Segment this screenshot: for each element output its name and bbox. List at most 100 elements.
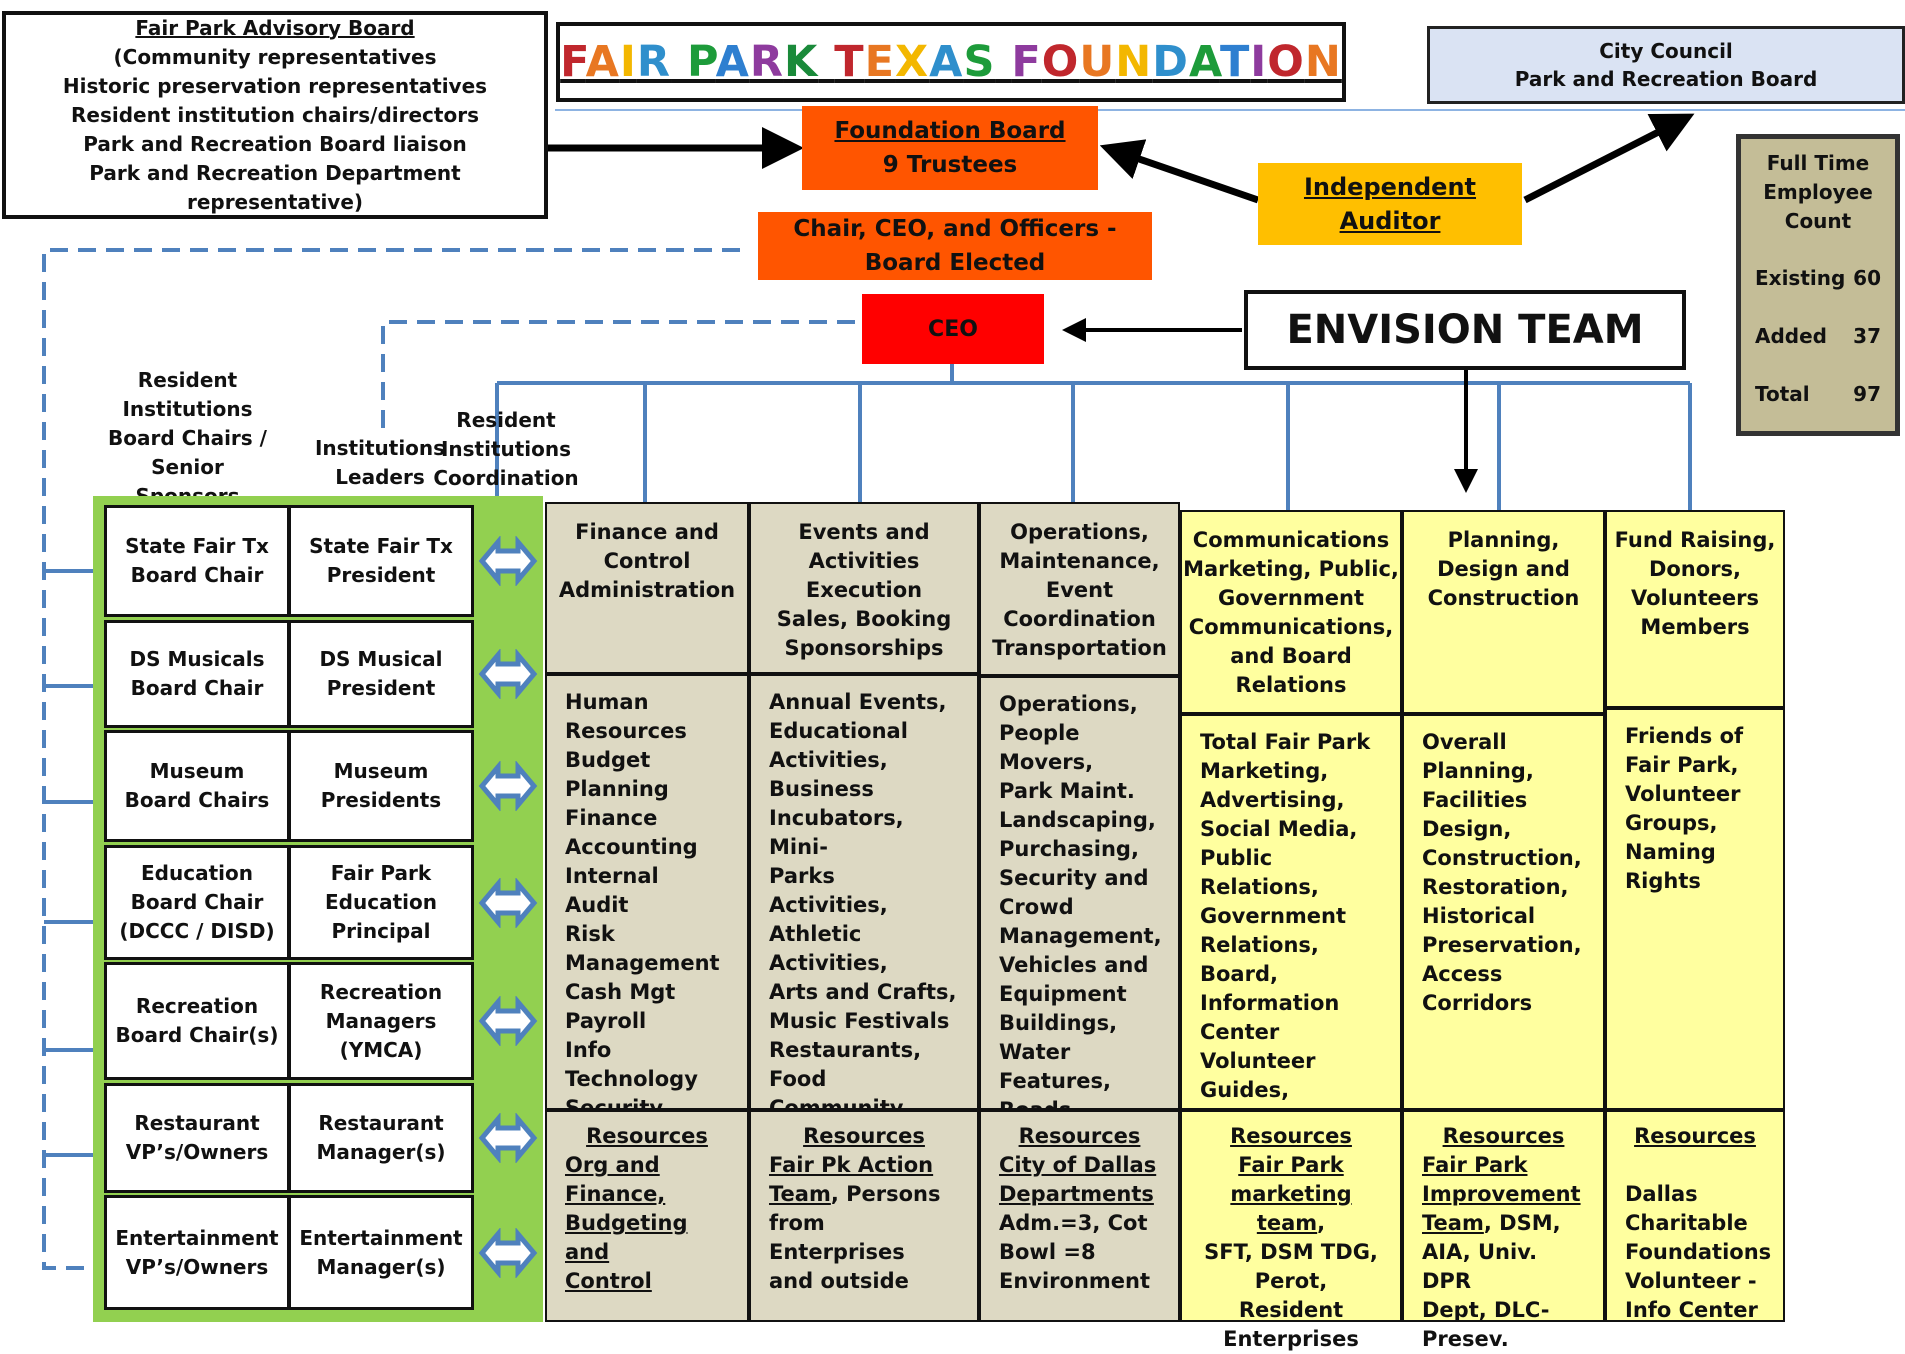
resource-line: City of Dallas: [999, 1151, 1160, 1180]
header-line: Transportation: [992, 636, 1167, 660]
duty-line: Park Maint.: [999, 779, 1135, 803]
title-letter: K: [783, 37, 819, 87]
box-line: Board Chairs: [124, 788, 270, 812]
duty-line: Marketing,: [1200, 759, 1329, 783]
header-line: Marketing, Public,: [1183, 557, 1399, 581]
box-line: Restaurant: [318, 1111, 444, 1135]
duty-line: Human: [565, 690, 649, 714]
duty-line: Advertising,: [1200, 788, 1345, 812]
resource-line: Team, DSM,: [1422, 1209, 1585, 1238]
duty-line: Preservation,: [1422, 933, 1582, 957]
resource-line: and outside: [769, 1267, 959, 1296]
duty-line: Social Media,: [1200, 817, 1358, 841]
ceo-label: CEO: [928, 316, 978, 342]
foundation-board-title: Foundation Board: [834, 118, 1066, 144]
duty-line: Overall: [1422, 730, 1507, 754]
auditor-line: Independent: [1303, 173, 1477, 201]
resource-text: Presev.: [1422, 1327, 1509, 1351]
duty-line: Design,: [1422, 817, 1512, 841]
duty-line: Vehicles and: [999, 953, 1149, 977]
box-line: Principal: [331, 919, 431, 943]
box-line: Education: [141, 861, 253, 885]
fte-label: Total: [1755, 382, 1810, 406]
resource-line: Team, Persons: [769, 1180, 959, 1209]
resource-text: Team: [769, 1182, 831, 1206]
resource-text: Volunteer -: [1625, 1269, 1757, 1293]
duty-line: Finance: [565, 806, 658, 830]
double-arrow-icon: [478, 877, 538, 928]
duty-line: Info Technology: [565, 1038, 698, 1091]
resource-line: Departments: [999, 1180, 1160, 1209]
resource-line: Info Center: [1625, 1296, 1765, 1325]
header-line: Members: [1640, 615, 1750, 639]
box-line: (DCCC / DISD): [119, 919, 275, 943]
box-line: State Fair Tx: [125, 534, 269, 558]
duty-line: Information: [1200, 991, 1340, 1015]
duty-line: Athletic Activities,: [769, 922, 888, 975]
duty-line: Total Fair Park: [1200, 730, 1371, 754]
resource-line: SFT, DSM TDG,: [1200, 1238, 1382, 1267]
title-letter: N: [1115, 37, 1153, 87]
box-line: President: [326, 563, 436, 587]
double-arrow-icon: [478, 1113, 538, 1163]
title-letter: O: [1041, 37, 1080, 87]
header-line: Donors,: [1648, 557, 1742, 581]
officers-box: Chair, CEO, and Officers - Board Elected: [758, 212, 1152, 280]
header-line: Relations: [1235, 673, 1347, 697]
title-letter: [995, 37, 1011, 87]
box-line: Museum: [333, 759, 429, 783]
header-line: Planning,: [1447, 528, 1560, 552]
header-line: Fund Raising,: [1614, 528, 1776, 552]
duty-line: Restoration,: [1422, 875, 1569, 899]
title-letter: I: [619, 37, 637, 87]
resource-line: Org and: [565, 1151, 729, 1180]
box-line: Recreation: [135, 994, 259, 1018]
foundation-board-box: Foundation Board 9 Trustees: [802, 106, 1098, 190]
resource-line: [1625, 1151, 1765, 1180]
resources-title: Resources: [1230, 1124, 1352, 1148]
title-letter: O: [1267, 37, 1305, 87]
box-line: Museum: [149, 759, 245, 783]
advisory-line: (Community representatives: [113, 44, 437, 69]
double-arrow-icon: [478, 1227, 538, 1278]
duty-line: Relations, Board,: [1200, 933, 1319, 986]
resource-text: Dept, DLC-: [1422, 1298, 1550, 1322]
box-line: Board Chair(s): [115, 1023, 279, 1047]
resources-title: Resources: [1442, 1124, 1565, 1148]
resource-text: ,: [1317, 1211, 1326, 1235]
header-line: Events and: [798, 520, 930, 544]
resource-text: Info Center: [1625, 1298, 1758, 1322]
resource-text: from Enterprises: [769, 1211, 905, 1264]
duty-line: Government: [1200, 904, 1347, 928]
header-line: Sales, Booking: [776, 607, 952, 631]
duty-line: Naming: [1625, 840, 1716, 864]
resource-text: Perot, Resident: [1238, 1269, 1344, 1322]
duty-line: Historical: [1422, 904, 1536, 928]
auditor-line: Auditor: [1339, 207, 1441, 235]
box-line: Fair Park: [330, 861, 432, 885]
resource-text: Departments: [999, 1182, 1154, 1206]
resources-title: Resources: [1634, 1124, 1756, 1148]
double-arrow-icon: [478, 761, 538, 811]
resource-line: Dept, DLC-: [1422, 1296, 1585, 1325]
header-line: Design and: [1437, 557, 1570, 581]
resource-text: Improvement: [1422, 1182, 1581, 1206]
duty-line: Payroll: [565, 1009, 647, 1033]
header-line: Event: [1045, 578, 1114, 602]
title-letter: N: [1304, 37, 1342, 87]
resource-line: Presev.: [1422, 1325, 1585, 1354]
header-line: Government: [1217, 586, 1364, 610]
resource-text: AIA, Univ. DPR: [1422, 1240, 1538, 1293]
title-letter: S: [963, 37, 996, 87]
